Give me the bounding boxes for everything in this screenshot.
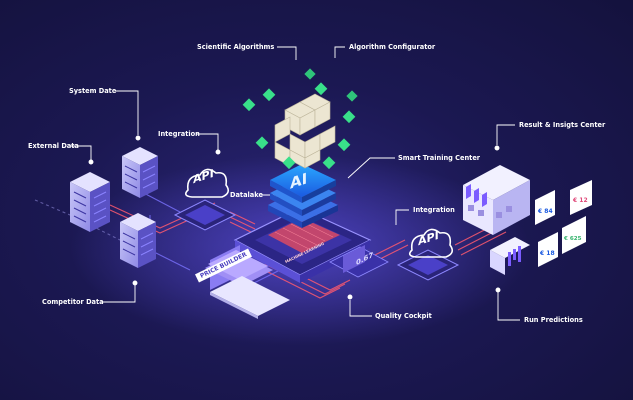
price-card-label: € 12 bbox=[572, 197, 588, 204]
algorithm-cube-cluster bbox=[242, 68, 358, 170]
label-integration-right: Integration bbox=[413, 206, 455, 214]
ai-platform bbox=[233, 164, 372, 283]
price-card-label: € 625 bbox=[563, 236, 582, 242]
price-card: € 12 bbox=[570, 180, 592, 215]
integration-left-api bbox=[173, 168, 237, 231]
quality-cockpit-chip bbox=[329, 245, 389, 278]
label-external-data: External Data bbox=[28, 142, 79, 150]
label-quality-cockpit: Quality Cockpit bbox=[375, 312, 432, 320]
predictions-tablet bbox=[490, 237, 530, 275]
price-card-label: € 18 bbox=[539, 250, 555, 257]
label-algorithm-configurator: Algorithm Configurator bbox=[349, 43, 436, 51]
external-data-server bbox=[70, 172, 110, 232]
result-insights-monitor bbox=[463, 165, 530, 235]
competitor-data-server bbox=[120, 213, 156, 268]
price-card-group: € 84 € 12 € 18 € 625 bbox=[535, 180, 592, 267]
label-competitor-data: Competitor Data bbox=[42, 298, 104, 306]
cloud-icon bbox=[408, 228, 454, 258]
price-card-label: € 84 bbox=[537, 208, 553, 215]
label-scientific-algorithms: Scientific Algorithms bbox=[197, 43, 275, 51]
label-integration-left: Integration bbox=[158, 130, 200, 138]
label-datalake: Datalake bbox=[230, 191, 263, 199]
label-result-insights-center: Result & Insigts Center bbox=[519, 121, 606, 129]
integration-right-api bbox=[396, 228, 460, 281]
label-smart-training-center: Smart Training Center bbox=[398, 154, 481, 162]
price-card: € 18 bbox=[538, 232, 558, 267]
label-run-predictions: Run Predictions bbox=[524, 316, 583, 324]
price-card: € 84 bbox=[535, 190, 555, 225]
price-card: € 625 bbox=[562, 216, 586, 254]
system-data-server bbox=[122, 147, 158, 198]
label-pointers bbox=[70, 46, 520, 321]
label-system-data: System Date bbox=[69, 87, 117, 95]
cloud-icon bbox=[184, 168, 230, 198]
